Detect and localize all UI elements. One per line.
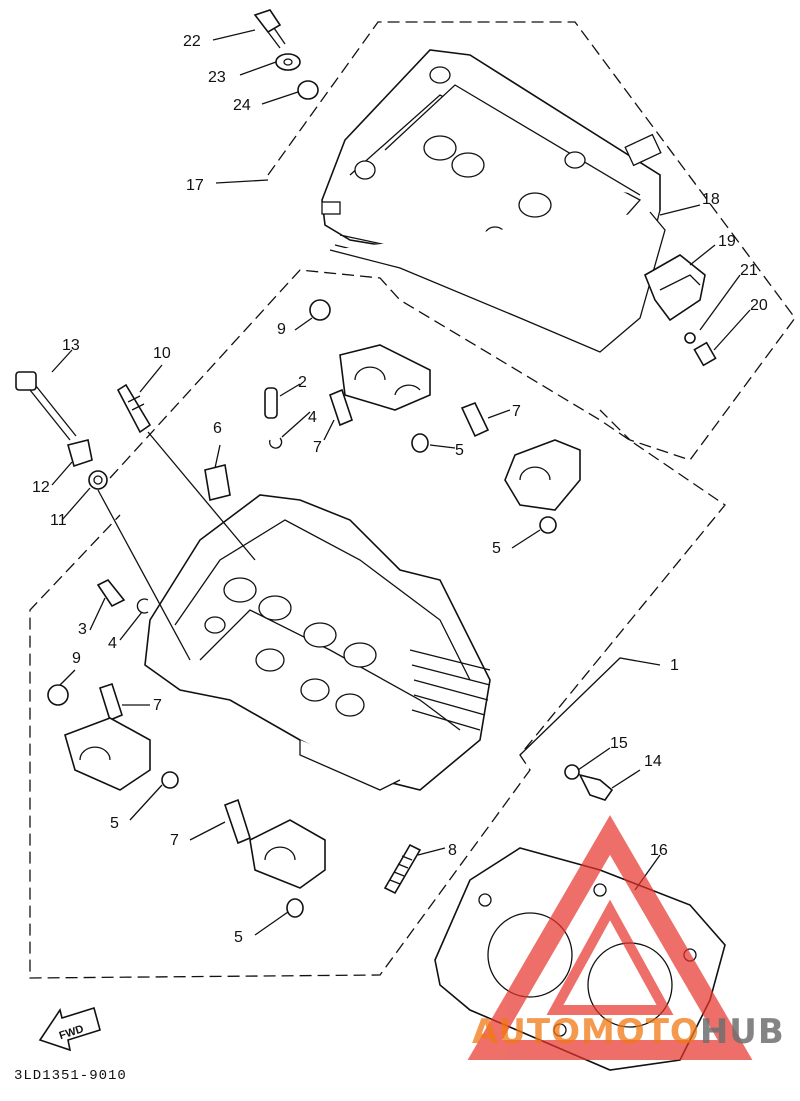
camshaft-cap-upper-left (339, 344, 431, 411)
callout-12: 12 (32, 479, 50, 496)
callout-20: 20 (750, 297, 768, 314)
stud-8 (383, 843, 422, 895)
head-bolt-13 (15, 371, 77, 441)
fwd-arrow: FWD (38, 1006, 101, 1052)
callout-16: 16 (650, 842, 668, 859)
callout-6: 6 (213, 420, 222, 437)
dowel-3 (96, 578, 126, 608)
callout-11: 11 (50, 512, 67, 529)
bolt-7-lower-a (99, 682, 123, 722)
washer-15 (564, 764, 580, 780)
callout-13: 13 (62, 337, 80, 354)
bolt-7-upper-b (460, 401, 490, 438)
watermark-logo (467, 815, 753, 1060)
callout-4-lower: 4 (108, 635, 117, 652)
callout-9-upper: 9 (277, 321, 286, 338)
callout-22: 22 (183, 33, 201, 50)
spark-plug-cap (643, 254, 706, 322)
document-code: 3LD1351-9010 (14, 1068, 127, 1084)
cover-bolt-22 (253, 9, 286, 49)
callout-4-upper: 4 (308, 409, 317, 426)
callout-15: 15 (610, 735, 628, 752)
callout-1: 1 (670, 657, 679, 674)
bolt-14 (578, 773, 614, 801)
dowel-5-lower-b (286, 898, 304, 918)
dowel-5-upper-b (539, 516, 557, 534)
cap-9-lower (47, 684, 69, 706)
camshaft-cap-lower-left (64, 717, 151, 791)
callout-3: 3 (78, 621, 87, 638)
callout-labels: 22 23 24 17 18 19 21 20 13 10 9 2 4 7 5 … (32, 33, 768, 946)
callout-7-upper-a: 7 (313, 439, 322, 456)
callout-5-upper-a: 5 (455, 442, 464, 459)
callout-10: 10 (153, 345, 171, 362)
dowel-2-upper (264, 387, 278, 419)
cover-group-boundary (267, 21, 796, 461)
callout-7-lower-b: 7 (170, 832, 179, 849)
camshaft-cap-lower-right (249, 819, 326, 889)
watermark-text-part2: HUB (699, 1012, 785, 1052)
clip-4-upper (268, 437, 283, 449)
washer-23 (275, 53, 301, 71)
dowel-5-upper-a (411, 433, 429, 453)
callout-5-lower-a: 5 (110, 815, 119, 832)
watermark-text-part1: AUTOMOTO (472, 1012, 700, 1052)
callout-18: 18 (702, 191, 720, 208)
callout-7-lower-a: 7 (153, 697, 162, 714)
watermark-text: AUTOMOTOHUB (472, 1012, 785, 1052)
callout-9-lower: 9 (72, 650, 81, 667)
callout-19: 19 (718, 233, 736, 250)
bolt-7-lower-b (223, 798, 251, 845)
clip-4-lower (136, 598, 149, 614)
callout-23: 23 (208, 69, 226, 86)
cover-gasket (329, 211, 666, 353)
plug-6 (204, 464, 231, 501)
spark-plug-10 (116, 383, 152, 434)
camshaft-cap-upper-right (504, 439, 581, 511)
callout-5-lower-b: 5 (234, 929, 243, 946)
head-group-boundary (29, 269, 726, 979)
callout-7-upper-b: 7 (512, 403, 521, 420)
cylinder-head (144, 494, 491, 791)
bolt-7-upper-a (329, 388, 353, 427)
callout-5-upper-b: 5 (492, 540, 501, 557)
callout-21: 21 (740, 262, 758, 279)
callout-17: 17 (186, 177, 204, 194)
callout-8: 8 (448, 842, 457, 859)
leader-lines (51, 29, 751, 936)
grommet-24 (297, 80, 319, 100)
cap-9-upper (309, 299, 331, 321)
washer-12 (67, 439, 93, 468)
dowel-5-lower-a (161, 771, 179, 789)
callout-14: 14 (644, 753, 662, 770)
bolt-20 (693, 341, 717, 367)
callout-24: 24 (233, 97, 251, 114)
washer-21 (684, 332, 696, 344)
washer-11 (88, 470, 108, 490)
callout-2: 2 (298, 374, 307, 391)
